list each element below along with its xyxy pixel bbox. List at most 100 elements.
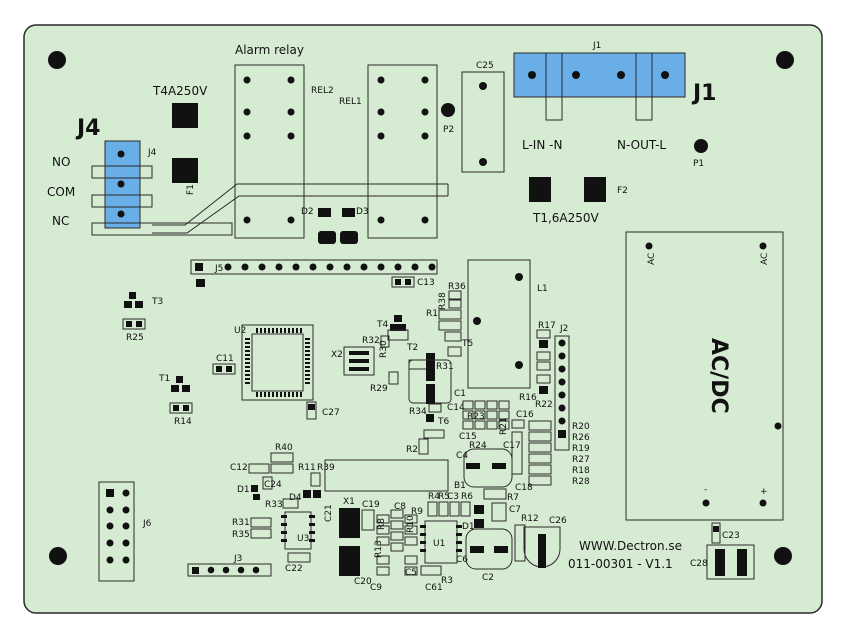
pcb-board-outline — [23, 24, 823, 614]
j1-slot-1 — [545, 52, 563, 121]
c4-pad-right — [492, 463, 506, 469]
r38-outline — [448, 299, 462, 309]
u2-pin — [245, 350, 250, 352]
r31b-outline — [250, 517, 272, 528]
u2-pin — [296, 328, 298, 333]
c13-outline — [391, 276, 415, 288]
mounting-hole-top-left — [48, 51, 66, 69]
u2-pin — [305, 354, 310, 356]
u2-pin — [305, 366, 310, 368]
t6-label: T6 — [437, 417, 449, 427]
u2-pin — [305, 346, 310, 348]
c7-label: C7 — [509, 505, 521, 515]
c13-pad-a — [395, 279, 401, 285]
f1-pad-top — [172, 103, 198, 128]
c23-pad — [713, 526, 719, 532]
acdc-minus-label: - — [704, 485, 707, 495]
r11-outline — [270, 463, 294, 474]
c28-pad-left — [715, 549, 725, 576]
u2-pin — [292, 328, 294, 333]
u2-pin — [284, 328, 286, 333]
d4-label: D4 — [289, 493, 302, 503]
u2-pin — [292, 392, 294, 397]
r35-outline — [250, 528, 272, 539]
r2-outline — [418, 438, 429, 455]
t4-pad — [394, 315, 402, 322]
d1-pad-b — [474, 519, 484, 528]
r29-label: R29 — [370, 384, 388, 394]
r12-label: R12 — [521, 514, 539, 524]
acdc-ac2-label: AC — [760, 253, 770, 265]
c28-label: C28 — [690, 559, 708, 569]
c25-outline — [461, 71, 505, 173]
t4-pad-b — [390, 324, 406, 331]
f2-pad-right — [584, 177, 606, 202]
t4-frame — [387, 329, 409, 341]
p1-label: P1 — [693, 159, 704, 169]
u3-pins — [281, 515, 315, 542]
c26-pad — [538, 534, 546, 568]
c25-pin-bottom — [479, 158, 487, 166]
u2-pin — [268, 328, 270, 333]
x2-outline — [343, 346, 375, 376]
x1-pad-top — [339, 508, 360, 538]
acdc-main-label: AC/DC — [706, 338, 731, 414]
r39-label: R39 — [317, 463, 335, 473]
mounting-hole-bottom-right — [774, 547, 792, 565]
r24-label: R24 — [469, 441, 487, 451]
u2-pin — [280, 328, 282, 333]
d1-left-label: D1 — [237, 485, 250, 495]
u2-pin — [284, 392, 286, 397]
j1-connector-body[interactable] — [513, 52, 686, 98]
c11-pad-a — [216, 366, 222, 372]
u2-pin — [305, 362, 310, 364]
j1-big-label: J1 — [691, 81, 717, 106]
lower-middle-passives — [376, 509, 418, 576]
c2-outline — [465, 528, 513, 570]
j1-left-text: L-IN -N — [522, 138, 562, 152]
t6-pad — [426, 414, 434, 422]
l1-pin-3 — [515, 361, 523, 369]
l1-pin-1 — [515, 273, 523, 281]
b1-label: B1 — [454, 481, 466, 491]
test-point-p1 — [694, 139, 708, 153]
c13-label: C13 — [417, 278, 435, 288]
u2-pin — [245, 346, 250, 348]
f1-rating-label: T4A250V — [152, 84, 208, 98]
j6-pins — [106, 489, 130, 564]
u2-pin — [245, 358, 250, 360]
r21-label: R21 — [499, 417, 509, 435]
relay-rel2-label: REL2 — [311, 86, 334, 96]
j5-outline — [190, 259, 438, 275]
j5-label: J5 — [214, 264, 223, 274]
u2-pin — [268, 392, 270, 397]
r16-label: R16 — [519, 393, 537, 403]
j4-pin-frame-com — [91, 194, 153, 208]
u2-pin — [296, 392, 298, 397]
r34-label: R34 — [409, 407, 427, 417]
relay-cap-right — [340, 231, 358, 244]
u1-label: U1 — [433, 539, 445, 549]
d4-pad-b — [313, 490, 321, 498]
r35-top-outline — [438, 320, 462, 331]
x2-label: X2 — [331, 350, 343, 360]
r27-label: R27 — [572, 455, 590, 465]
u2-pins — [245, 328, 310, 397]
u2-pin — [256, 328, 258, 333]
f2-rating-label: T1,6A250V — [532, 211, 600, 225]
j4-pin-2 — [117, 180, 125, 188]
x1-crystal-frame — [324, 459, 449, 492]
c23-label: C23 — [722, 531, 740, 541]
j1-pin-3 — [617, 71, 625, 79]
r38-label: R38 — [438, 292, 448, 310]
r9-label: R9 — [411, 507, 423, 517]
j4-pin-label-no: NO — [52, 155, 70, 169]
u3-label: U3 — [297, 534, 309, 544]
r29-outline — [388, 371, 399, 385]
r18-label: R18 — [572, 466, 590, 476]
f2-label: F2 — [617, 186, 628, 196]
c16-outline — [511, 419, 525, 429]
c11-label: C11 — [216, 354, 234, 364]
r13-label: R13 — [374, 540, 384, 558]
